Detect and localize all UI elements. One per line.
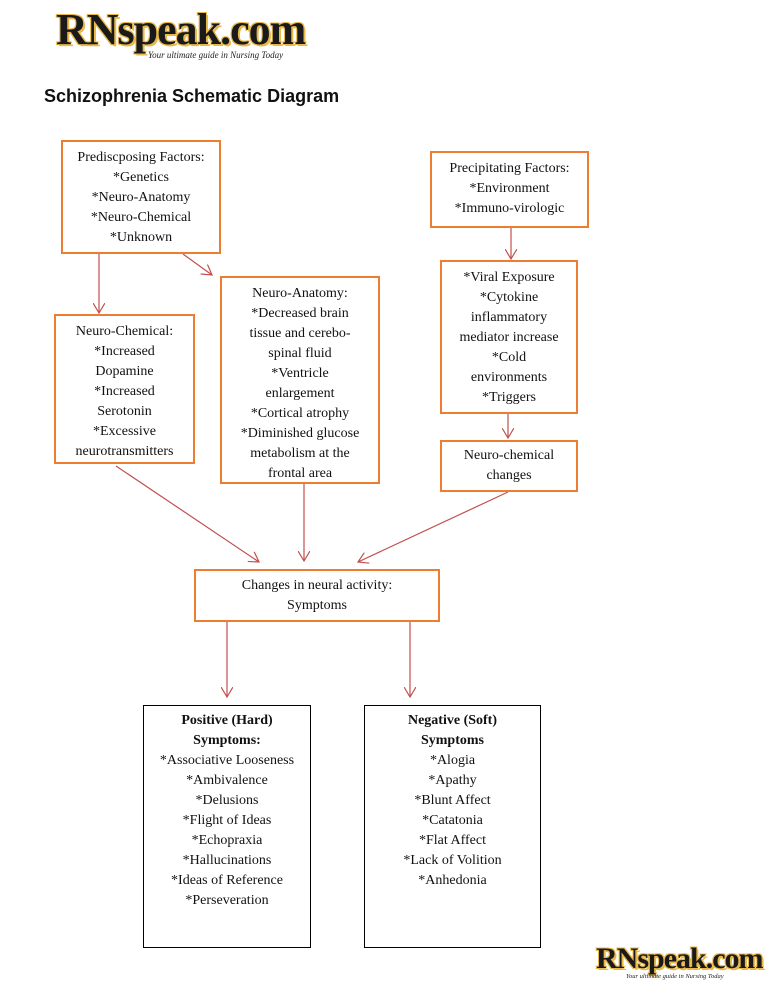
- neuro-chemical-line: Serotonin: [97, 404, 152, 419]
- neuro-chemical-line: *Increased: [94, 344, 155, 359]
- rnspeak-logo-top: RNspeak.com Your ultimate guide in Nursi…: [56, 5, 306, 61]
- viral-line: *Cold: [491, 350, 527, 365]
- positive-symptom: *Associative Looseness: [159, 753, 295, 768]
- neuro-chemical-title: Neuro-Chemical:: [75, 324, 174, 339]
- logo-tagline: Your ultimate guide in Nursing Today: [148, 50, 284, 60]
- predisposing-item: *Unknown: [109, 230, 173, 245]
- viral-line: *Triggers: [482, 390, 536, 405]
- arrow-changes-to-activity: [358, 491, 509, 562]
- precipitating-item: *Immuno-virologic: [454, 201, 565, 216]
- viral-line: *Viral Exposure: [463, 270, 555, 285]
- negative-symptom: *Anhedonia: [418, 873, 487, 888]
- changes-line: changes: [486, 468, 532, 483]
- positive-symptom: *Perseveration: [185, 893, 269, 908]
- precipitating-item: *Environment: [469, 181, 550, 196]
- positive-symptom: *Ideas of Reference: [171, 873, 283, 888]
- neuro-anatomy-line: frontal area: [267, 466, 333, 481]
- arrow-predisposing-to-neuroanatomy: [182, 253, 212, 275]
- neural-activity-line: Symptoms: [287, 597, 347, 613]
- positive-heading: Symptoms:: [193, 733, 261, 748]
- logo-brand: RNspeak.com: [596, 942, 763, 975]
- predisposing-factors-box: Prediscposing Factors: *Genetics *Neuro-…: [61, 140, 221, 254]
- negative-heading: Symptoms: [420, 733, 484, 748]
- predisposing-title: Prediscposing Factors:: [77, 150, 205, 165]
- viral-line: mediator increase: [459, 330, 559, 345]
- neuro-anatomy-box: Neuro-Anatomy: *Decreased brain tissue a…: [220, 276, 380, 484]
- positive-symptom: *Hallucinations: [182, 853, 272, 868]
- positive-symptom: *Echopraxia: [191, 833, 263, 848]
- neural-activity-box: Changes in neural activity: Symptoms: [194, 569, 440, 622]
- positive-symptoms-box: Positive (Hard) Symptoms: *Associative L…: [143, 705, 311, 948]
- predisposing-item: *Genetics: [113, 170, 169, 185]
- rnspeak-logo-bottom: RNspeak.com Your ultimate guide in Nursi…: [596, 942, 763, 981]
- neuro-anatomy-line: *Ventricle: [271, 366, 329, 381]
- page-title: Schizophrenia Schematic Diagram: [44, 86, 340, 106]
- positive-heading: Positive (Hard): [181, 713, 273, 728]
- logo-tagline: Your ultimate guide in Nursing Today: [626, 973, 724, 980]
- neuro-chemical-line: neurotransmitters: [75, 444, 174, 459]
- neural-activity-line: Changes in neural activity:: [241, 577, 393, 593]
- changes-line: Neuro-chemical: [463, 448, 555, 463]
- precipitating-title: Precipitating Factors:: [449, 161, 570, 176]
- neuro-anatomy-line: *Cortical atrophy: [250, 406, 350, 421]
- viral-line: environments: [470, 370, 548, 385]
- arrow-neurochemical-to-activity: [115, 465, 259, 562]
- logo-brand: RNspeak.com: [56, 5, 306, 54]
- positive-symptom: *Delusions: [195, 793, 259, 808]
- neuro-chemical-line: *Excessive: [93, 424, 156, 439]
- precipitating-factors-box: Precipitating Factors: *Environment *Imm…: [430, 151, 589, 228]
- neuro-anatomy-line: spinal fluid: [268, 346, 332, 361]
- negative-symptom: *Alogia: [429, 753, 476, 768]
- neuro-anatomy-line: *Decreased brain: [251, 306, 349, 321]
- negative-heading: Negative (Soft): [407, 713, 498, 728]
- viral-exposure-box: *Viral Exposure *Cytokine inflammatory m…: [440, 260, 578, 414]
- negative-symptom: *Apathy: [428, 773, 477, 788]
- neuro-anatomy-title: Neuro-Anatomy:: [252, 286, 348, 301]
- neuro-chemical-line: *Increased: [94, 384, 155, 399]
- neuro-anatomy-line: tissue and cerebo-: [249, 326, 351, 341]
- viral-line: inflammatory: [470, 310, 548, 325]
- neuro-anatomy-line: *Diminished glucose: [240, 426, 360, 441]
- neuro-chemical-changes-box: Neuro-chemical changes: [440, 440, 578, 492]
- viral-line: *Cytokine: [479, 290, 539, 305]
- neuro-chemical-line: Dopamine: [95, 364, 154, 379]
- negative-symptom: *Blunt Affect: [414, 793, 491, 808]
- positive-symptom: *Flight of Ideas: [182, 813, 272, 828]
- neuro-anatomy-line: metabolism at the: [250, 446, 350, 461]
- negative-symptom: *Flat Affect: [418, 833, 486, 848]
- neuro-anatomy-line: enlargement: [265, 386, 335, 401]
- positive-symptom: *Ambivalence: [186, 773, 268, 788]
- predisposing-item: *Neuro-Anatomy: [91, 190, 191, 205]
- neuro-chemical-box: Neuro-Chemical: *Increased Dopamine *Inc…: [54, 314, 195, 464]
- negative-symptom: *Catatonia: [422, 813, 483, 828]
- predisposing-item: *Neuro-Chemical: [90, 210, 192, 225]
- negative-symptoms-box: Negative (Soft) Symptoms *Alogia *Apathy…: [364, 705, 541, 948]
- negative-symptom: *Lack of Volition: [403, 853, 502, 868]
